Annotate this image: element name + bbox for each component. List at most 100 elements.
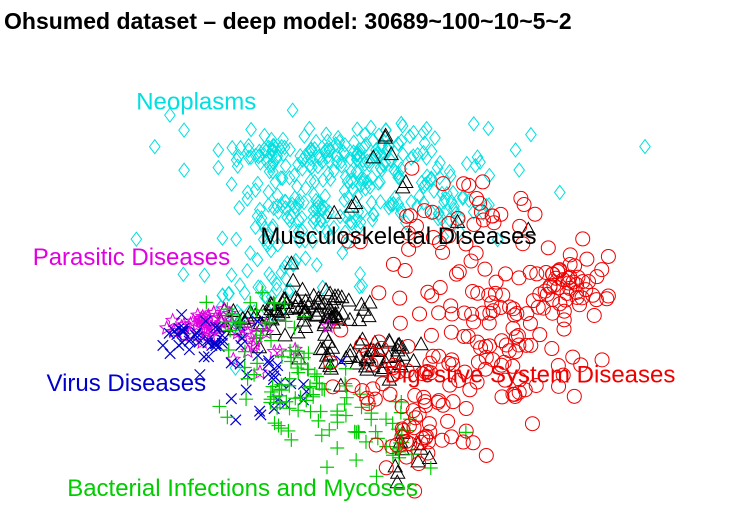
point-digestive-system-diseases [408,232,424,248]
point-digestive-system-diseases [431,305,447,321]
point-digestive-system-diseases [466,217,482,233]
point-digestive-system-diseases [542,278,558,294]
point-digestive-system-diseases [354,383,370,399]
point-parasitic-diseases [195,319,212,335]
point-digestive-system-diseases [530,299,546,315]
point-digestive-system-diseases [505,301,521,317]
point-musculoskeletal-diseases [323,309,340,324]
point-neoplasms [376,138,389,155]
point-neoplasms [241,191,254,207]
point-neoplasms [367,132,380,149]
point-neoplasms [356,204,369,221]
point-digestive-system-diseases [417,430,433,446]
point-neoplasms [396,118,409,134]
point-bacterial-infections-and-mycoses [218,315,233,330]
point-bacterial-infections-and-mycoses [287,320,302,335]
point-digestive-system-diseases [407,387,423,403]
point-neoplasms [395,133,408,149]
point-bacterial-infections-and-mycoses [390,441,405,456]
point-virus-diseases [176,336,188,349]
point-virus-diseases [285,377,297,390]
point-bacterial-infections-and-mycoses [349,425,364,440]
point-neoplasms [298,194,310,211]
point-digestive-system-diseases [449,266,465,282]
point-neoplasms [232,148,245,165]
point-neoplasms [317,172,329,189]
point-bacterial-infections-and-mycoses [258,316,273,331]
point-neoplasms [245,121,257,138]
point-neoplasms [474,154,486,171]
point-musculoskeletal-diseases [387,458,404,473]
point-digestive-system-diseases [509,305,525,321]
point-neoplasms [251,251,264,268]
point-digestive-system-diseases [496,354,512,370]
point-digestive-system-diseases [485,208,501,224]
point-neoplasms [255,214,268,231]
point-parasitic-diseases [221,305,238,321]
point-neoplasms [525,126,537,143]
point-digestive-system-diseases [352,234,368,250]
point-bacterial-infections-and-mycoses [319,460,334,475]
point-bacterial-infections-and-mycoses [458,425,473,440]
point-digestive-system-diseases [422,355,438,371]
point-neoplasms [439,191,451,207]
point-virus-diseases [202,337,214,349]
point-bacterial-infections-and-mycoses [338,361,353,376]
point-neoplasms [288,204,300,221]
point-neoplasms [310,192,322,209]
point-digestive-system-diseases [325,379,341,395]
point-neoplasms [413,188,426,205]
point-bacterial-infections-and-mycoses [279,394,294,409]
point-digestive-system-diseases [475,174,491,190]
point-bacterial-infections-and-mycoses [247,367,262,382]
point-bacterial-infections-and-mycoses [301,346,316,361]
point-neoplasms [374,174,386,190]
point-bacterial-infections-and-mycoses [263,395,278,410]
point-digestive-system-diseases [458,236,474,252]
point-virus-diseases [262,355,275,367]
point-digestive-system-diseases [532,327,548,343]
point-neoplasms [316,279,329,296]
point-neoplasms [271,148,284,164]
point-neoplasms [321,133,334,150]
point-virus-diseases [252,349,264,362]
point-neoplasms [296,152,309,169]
point-neoplasms [553,184,566,201]
point-neoplasms [226,139,239,156]
point-musculoskeletal-diseases [330,288,346,303]
point-bacterial-infections-and-mycoses [250,356,265,371]
point-neoplasms [316,202,328,219]
point-bacterial-infections-and-mycoses [315,382,330,396]
point-digestive-system-diseases [395,423,411,439]
point-bacterial-infections-and-mycoses [306,387,321,402]
point-bacterial-infections-and-mycoses [369,469,384,484]
point-neoplasms [316,153,329,170]
point-neoplasms [304,172,317,189]
point-neoplasms [314,212,327,228]
point-digestive-system-diseases [532,286,548,302]
point-neoplasms [298,128,311,145]
point-digestive-system-diseases [470,285,486,301]
point-digestive-system-diseases [435,244,451,260]
point-digestive-system-diseases [478,447,494,463]
point-parasitic-diseases [165,323,182,339]
point-neoplasms [271,187,284,204]
point-neoplasms [393,169,406,186]
point-digestive-system-diseases [473,340,489,356]
point-digestive-system-diseases [368,437,384,453]
point-bacterial-infections-and-mycoses [358,434,373,449]
point-digestive-system-diseases [493,357,509,373]
point-neoplasms [293,233,306,249]
point-digestive-system-diseases [441,215,457,231]
point-digestive-system-diseases [600,288,616,304]
point-virus-diseases [198,351,210,363]
point-digestive-system-diseases [414,366,430,382]
point-neoplasms [225,267,238,283]
point-bacterial-infections-and-mycoses [284,354,299,369]
point-musculoskeletal-diseases [361,294,378,309]
point-neoplasms [418,135,431,151]
point-neoplasms [296,161,309,177]
point-bacterial-infections-and-mycoses [220,410,235,425]
point-bacterial-infections-and-mycoses [423,460,438,475]
point-musculoskeletal-diseases [278,294,295,309]
